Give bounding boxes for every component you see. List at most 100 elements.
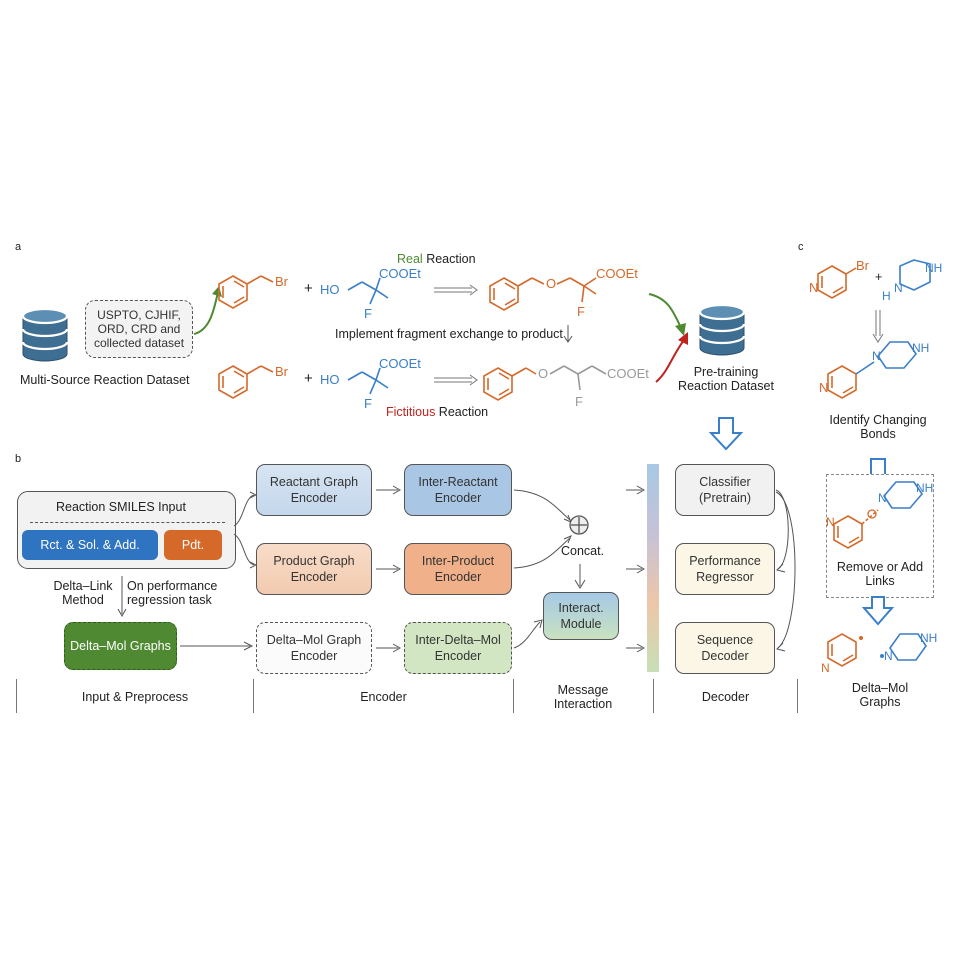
- green-merge-arrow-icon: [648, 293, 686, 336]
- svg-text:N: N: [819, 380, 828, 395]
- svg-text:F: F: [577, 304, 585, 319]
- input-split-arrows-icon: [234, 491, 258, 569]
- stage-label-decoder: Decoder: [701, 690, 750, 704]
- stage-divider-4: [797, 679, 798, 713]
- sequence-decoder-box: Sequence Decoder: [675, 622, 775, 674]
- svg-text:COOEt: COOEt: [607, 366, 649, 381]
- benzyl-bromide-fictitious: Br: [218, 364, 289, 399]
- decoder-loop-arrows-icon: [775, 489, 796, 652]
- panel-label-b: b: [15, 453, 22, 465]
- inter-reactant-encoder-box: Inter-Reactant Encoder: [404, 464, 512, 516]
- bromopyridine: N Br: [809, 258, 870, 299]
- svg-text:NH: NH: [925, 261, 942, 275]
- svg-text:N: N: [809, 280, 818, 295]
- reaction-down-arrow-c-icon: [872, 310, 884, 343]
- fictitious-word: Fictitious: [386, 405, 436, 419]
- svg-text:N: N: [884, 649, 893, 663]
- big-down-arrow-c-icon: [862, 596, 894, 626]
- stage-label-encoder: Encoder: [360, 690, 407, 704]
- reaction-word-fictitious: Reaction: [435, 405, 489, 419]
- smiles-input-label: Reaction SMILES Input: [56, 500, 186, 514]
- classifier-box: Classifier (Pretrain): [675, 464, 775, 516]
- panel-label-a: a: [15, 241, 22, 253]
- pretraining-database-icon: [698, 303, 746, 356]
- svg-text:Br: Br: [856, 258, 870, 273]
- reaction-word-real: Reaction: [422, 252, 476, 266]
- pretraining-dataset-label: Pre-training Reaction Dataset: [678, 365, 774, 393]
- concat-down-arrow-icon: [574, 564, 586, 589]
- svg-text:COOEt: COOEt: [379, 266, 421, 281]
- inter-product-encoder-box: Inter-Product Encoder: [404, 543, 512, 595]
- reactant-graph-encoder-box: Reactant Graph Encoder: [256, 464, 372, 516]
- svg-text:F: F: [575, 394, 583, 409]
- stage-divider-3: [653, 679, 654, 713]
- delta-to-interact-arrow-icon: [513, 619, 543, 649]
- svg-text:NH: NH: [916, 481, 933, 495]
- down-arrow-input-icon: [117, 576, 127, 618]
- svg-text:N: N: [878, 491, 887, 505]
- svg-text:HO: HO: [320, 282, 340, 297]
- fluoro-ester-fictitious: HO COOEt F: [320, 356, 421, 411]
- svg-text:O: O: [546, 276, 556, 291]
- remove-add-links-label: Remove or Add Links: [836, 560, 924, 588]
- real-word: Real: [397, 252, 423, 266]
- implement-fragment-text: Implement fragment exchange to product: [335, 327, 563, 341]
- svg-text:F: F: [364, 306, 372, 321]
- rct-sol-add-box: Rct. & Sol. & Add.: [22, 530, 158, 560]
- stage-label-message: Message Interaction: [553, 683, 613, 711]
- svg-text:O: O: [538, 366, 548, 381]
- reaction-arrow-real-icon: [434, 284, 478, 296]
- svg-text:NH: NH: [912, 341, 929, 355]
- concat-label: Concat.: [561, 544, 605, 558]
- down-arrow-small-icon: [563, 325, 573, 343]
- svg-text:Br: Br: [275, 364, 289, 379]
- svg-text:NH: NH: [920, 631, 937, 645]
- interact-module-box: Interact. Module: [543, 592, 619, 640]
- plus-sign-2: +: [304, 370, 313, 387]
- product-fictitious: O COOEt F: [483, 365, 649, 409]
- plus-sign-c: +: [875, 270, 883, 284]
- svg-text:F: F: [364, 396, 372, 411]
- reaction-arrow-fictitious-icon: [434, 374, 478, 386]
- panel-label-c: c: [798, 241, 804, 253]
- delta-mol-fragments: N N NH: [821, 631, 937, 675]
- fictitious-reaction-label: Fictitious Reaction: [386, 405, 488, 419]
- identify-changing-bonds-label: Identify Changing Bonds: [829, 413, 927, 441]
- smiles-divider: [30, 522, 225, 523]
- delta-mol-graph-encoder-box: Delta–Mol Graph Encoder: [256, 622, 372, 674]
- svg-text:Br: Br: [275, 274, 289, 289]
- on-performance-label: On performance regression task: [127, 579, 218, 607]
- svg-text:COOEt: COOEt: [379, 356, 421, 371]
- delta-mol-graphs-label-c: Delta–Mol Graphs: [851, 681, 909, 709]
- stage-divider-0: [16, 679, 17, 713]
- encoder-arrows-icon: [376, 485, 402, 653]
- bracket-arrow-icon: [870, 458, 886, 474]
- pdt-box: Pdt.: [164, 530, 222, 560]
- plus-sign-1: +: [304, 280, 313, 297]
- svg-text:H: H: [882, 289, 891, 303]
- inter-delta-mol-encoder-box: Inter-Delta–Mol Encoder: [404, 622, 512, 674]
- delta-link-method-label: Delta–Link Method: [53, 579, 113, 607]
- database-icon: [21, 307, 69, 362]
- product-real: O COOEt F: [489, 266, 638, 319]
- svg-text:N: N: [894, 281, 903, 295]
- piperazine: NH N H: [882, 259, 942, 303]
- stage-divider-2: [513, 679, 514, 713]
- broken-link-molecule: N N NH: [826, 481, 933, 549]
- multi-source-label: Multi-Source Reaction Dataset: [20, 373, 190, 387]
- feature-bar: [647, 464, 659, 672]
- stage-divider-1: [253, 679, 254, 713]
- product-graph-encoder-box: Product Graph Encoder: [256, 543, 372, 595]
- svg-text:N: N: [821, 661, 830, 675]
- stage-label-input: Input & Preprocess: [81, 690, 189, 704]
- svg-text:N: N: [872, 349, 881, 363]
- fluoro-ester-real: HO COOEt F: [320, 266, 421, 321]
- feature-arrows-icon: [626, 485, 646, 653]
- svg-text:COOEt: COOEt: [596, 266, 638, 281]
- benzyl-bromide-real: Br: [218, 274, 289, 309]
- big-down-arrow-icon: [708, 417, 744, 451]
- dataset-sources-box: USPTO, CJHIF, ORD, CRD and collected dat…: [85, 300, 193, 358]
- delta-graph-arrow-icon: [180, 641, 254, 651]
- delta-mol-graphs-box: Delta–Mol Graphs: [64, 622, 177, 670]
- svg-text:HO: HO: [320, 372, 340, 387]
